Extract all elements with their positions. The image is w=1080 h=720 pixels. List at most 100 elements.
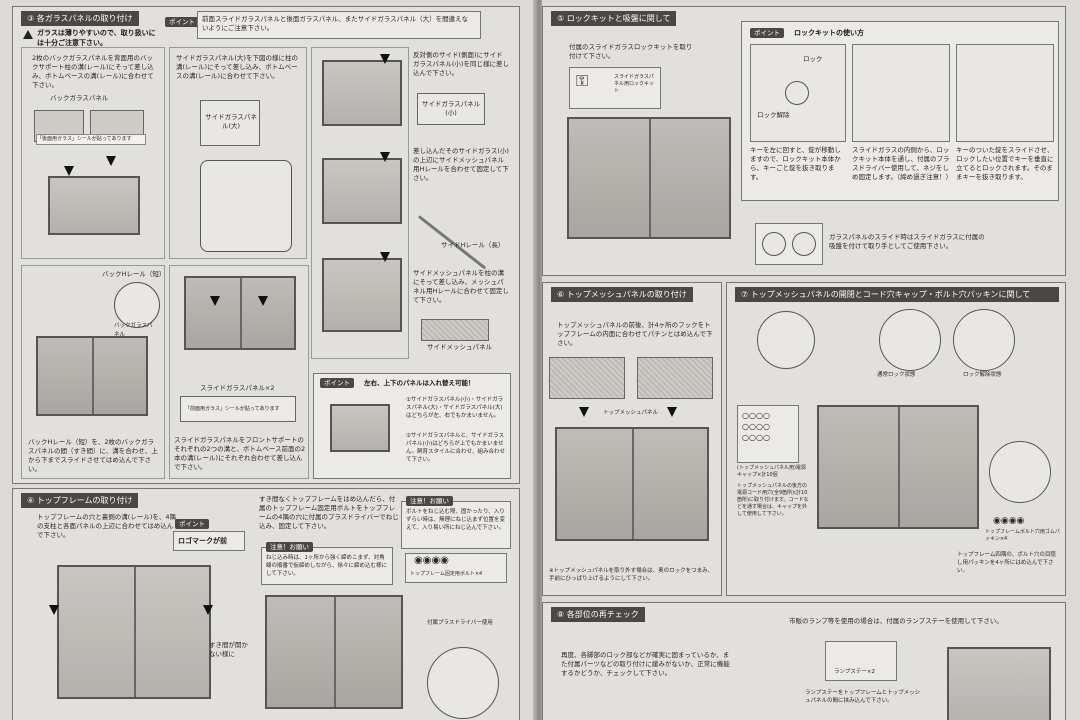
cap-label: (トップメッシュパネル用)電源キャップ×計10個 — [737, 465, 806, 478]
lock-step-2-image — [852, 44, 950, 142]
point-label: ポイント — [175, 519, 209, 529]
side-small-panel: サイドガラスパネル(小) — [417, 93, 485, 125]
slide-glass-sticker: 「前面用ガラス」シールが貼ってあります — [185, 406, 280, 412]
back-h-rail-step: バックHレール（短） バックガラスパネル バックHレール（短）を、2枚のバックガ… — [21, 265, 165, 479]
glass-warning: ガラスは薄りやすいので、取り扱いには十分ご注意下さい。 — [37, 29, 156, 47]
slide-glass-label: スライドガラスパネル×2 — [200, 384, 275, 392]
cabinet-illustration — [817, 405, 979, 529]
detail-circle — [953, 309, 1015, 371]
point-swap-title: 左右、上下のパネルは入れ替え可能！ — [364, 379, 475, 387]
side-small-label: サイドガラスパネル(小) — [421, 100, 481, 117]
side-large-panel: サイドガラスパネル(大) — [200, 100, 260, 146]
back-h-rail-label: バックHレール（短） — [102, 270, 166, 278]
warning-icon — [23, 30, 33, 39]
cabinet-illustration — [184, 276, 296, 350]
side-large-label: サイドガラスパネル(大) — [205, 113, 257, 130]
slide-glass-text: スライドガラスパネルをフロントサポートのそれぞれの2つの溝と、ボトムベース前面の… — [174, 436, 306, 471]
cabinet-illustration — [555, 427, 709, 541]
down-arrow-icon — [579, 407, 589, 417]
cabinet-illustration — [947, 647, 1051, 720]
mesh-panel-part — [421, 319, 489, 341]
down-arrow-icon — [667, 407, 677, 417]
down-arrow-icon — [380, 252, 390, 262]
recheck-text: 再度、各脚部のロック部などが確実に固まっているか、また付属パーツなどの取り付けに… — [561, 651, 730, 677]
point-swap-text-1: ①サイドガラスパネル(小)・サイドガラスパネル(大)・サイドガラスパネル(大)は… — [406, 397, 504, 419]
lock-kit-label: スライドガラスパネル用ロックキット — [614, 74, 655, 94]
detail-circle — [989, 441, 1051, 503]
lock-step-2-text: スライドガラスの内側から、ロックキット本体を通し、付属のプラスドライバー使用して… — [852, 146, 953, 181]
down-arrow-icon — [203, 605, 213, 615]
bolt-label: トップフレーム固定用ボルト×4 — [410, 571, 483, 577]
down-arrow-icon — [258, 296, 268, 306]
down-arrow-icon — [380, 54, 390, 64]
bolt-icons: ◉◉◉◉ — [414, 555, 449, 566]
cabinet-illustration — [322, 158, 402, 224]
caution-text-2: ボルトをねじ込む際、固かったり、入りずらい時は、無理にねじ込まず位置を変えて、入… — [406, 509, 506, 531]
caution-box-2: 注意！お願い ボルトをねじ込む際、固かったり、入りずらい時は、無理にねじ込まず位… — [401, 496, 511, 549]
top-mesh-note: ※トップメッシュパネルを取り外す場合は、奥のロックをつまみ、手前にひっぱり上げる… — [549, 568, 714, 582]
top-mesh-text: トップメッシュパネルの前後、計4ヶ所のフックをトップフレームの内面に合わせてパチ… — [557, 321, 713, 347]
packing-icons: ◉◉◉◉ — [993, 516, 1025, 526]
cabinet-illustration — [265, 595, 403, 709]
slide-glass-panel: 「前面用ガラス」シールが貼ってあります — [180, 396, 296, 422]
down-arrow-icon — [106, 156, 116, 166]
logo-note: ロゴマークが前 — [178, 537, 227, 545]
cap-text: トップメッシュパネルの後方の電源コード用穴(全9箇所)(計10箇所)に取り付けま… — [737, 483, 809, 517]
top-mesh-label: トップメッシュパネル — [603, 410, 659, 416]
slide-glass-step: スライドガラスパネル×2 「前面用ガラス」シールが貼ってあります スライドガラス… — [169, 265, 309, 479]
detail-circle — [427, 647, 499, 719]
section-header: ⑥ トップメッシュパネルの取り付け — [551, 287, 693, 302]
suction-text: ガラスパネルのスライド時はスライドガラスに付属の吸盤を付けて取り手としてご使用下… — [829, 233, 985, 250]
opposite-side-step — [311, 47, 409, 359]
mesh-text: サイドメッシュパネルを柱の溝にそって差し込み、メッシュパネル用Hレールに合わせて… — [413, 269, 509, 304]
down-arrow-icon — [380, 152, 390, 162]
detail-circle — [879, 309, 941, 371]
left-page: ③ 各ガラスパネルの取り付け ガラスは薄りやすいので、取り扱いには十分ご注意下さ… — [0, 0, 536, 720]
section-top-mesh: ⑥ トップメッシュパネルの取り付け トップメッシュパネルの前後、計4ヶ所のフック… — [542, 282, 722, 596]
top-frame-text-2: すき間なくトップフレームをはめ込んだら、付属のトップフレーム固定用ボルトをトップ… — [259, 495, 399, 530]
section-glass-panels: ③ 各ガラスパネルの取り付け ガラスは薄りやすいので、取り扱いには十分ご注意下さ… — [12, 6, 520, 484]
section-top-frame: ④ トップフレームの取り付け トップフレームの穴と裏側の溝(レール)を、4隅の支… — [12, 488, 520, 720]
cabinet-illustration — [36, 336, 148, 416]
mesh-label: サイドメッシュパネル — [427, 343, 492, 351]
cabinet-illustration — [48, 176, 140, 235]
suction-cup-icon — [792, 232, 816, 256]
section-lock-kit: ⑤ ロックキットと吸盤に関して 付属のスライドガラスロックキットを取り付けて下さ… — [542, 6, 1066, 276]
cabinet-illustration — [322, 60, 402, 126]
packing-label: トップフレームボルト穴用ゴムパッキン×4 — [985, 529, 1060, 542]
back-glass-label: バックガラスパネル — [50, 94, 109, 102]
back-glass-text: 2枚のバックガラスパネルを背面用のバックサポート柱の溝(レール)にそって差し込み… — [32, 54, 154, 89]
back-glass-sticker: 「後面用ガラス」シールが貼ってあります — [36, 134, 146, 145]
packing-text: トップフレーム四隅の、ボルト穴の目隠し用パッキンを4ヶ所にはめ込んで下さい。 — [957, 552, 1056, 574]
lamp-stay-box: ランプステー×2 — [825, 641, 897, 681]
lock-step-3-image — [956, 44, 1054, 142]
caution-box: 注意！お願い ねじ込み時は、1ヶ所から強く締めこまず、対角線の順番で仮締めしなが… — [261, 542, 393, 585]
logo-box: ロゴマークが前 — [173, 531, 245, 551]
lock-dial-icon — [785, 81, 809, 105]
top-mesh-panel — [549, 357, 625, 399]
bolt-box: ◉◉◉◉ トップフレーム固定用ボルト×4 — [405, 553, 507, 583]
cabinet-illustration — [567, 117, 731, 239]
down-arrow-icon — [64, 166, 74, 176]
section-header: ④ トップフレームの取り付け — [21, 493, 139, 508]
suction-cup-icon — [762, 232, 786, 256]
caution-text: ねじ込み時は、1ヶ所から強く締めこまず、対角線の順番で仮締めしながら、徐々に締め… — [266, 555, 388, 577]
normal-lock-label: 通常ロック状態 — [877, 372, 916, 378]
back-h-rail-text: バックHレール（短）を、2枚のバックガラスパネルの間（すき間）に、溝を合わせ、上… — [28, 438, 158, 473]
driver-label: 付属プラスドライバー使用 — [427, 620, 493, 626]
point-label: ポイント — [165, 17, 199, 27]
cabinet-illustration — [322, 258, 402, 332]
section-header: ③ 各ガラスパネルの取り付け — [21, 11, 139, 26]
lamp-text: 市販のランプ等を使用の場合は、付属のランプステーを使用して下さい。 — [789, 617, 1003, 625]
section-header: ⑦ トップメッシュパネルの開閉とコード穴キャップ・ボルト穴パッキンに関して — [735, 287, 1059, 302]
section-header: ⑤ ロックキットと吸盤に関して — [551, 11, 677, 26]
lamp-stay-label: ランプステー×2 — [834, 669, 875, 675]
section-recheck: ⑧ 各部位の再チェック 再度、各脚部のロック部などが確実に固まっているか、また付… — [542, 602, 1066, 720]
point-label: ポイント — [750, 28, 784, 38]
lamp-stay-text: ランプステーをトップフレームとトップメッシュパネルの間に挟み込んで下さい。 — [805, 690, 921, 704]
lock-step-1-image: ロック ロック解除 — [750, 44, 846, 142]
lock-usage-box: ポイント ロックキットの使い方 ロック ロック解除 キーを左に回すと、錠が移動し… — [741, 21, 1059, 201]
unlock-label: ロック解除 — [757, 111, 790, 119]
lock-usage-title: ロックキットの使い方 — [794, 29, 864, 37]
point-label-2: ポイント — [320, 378, 354, 388]
